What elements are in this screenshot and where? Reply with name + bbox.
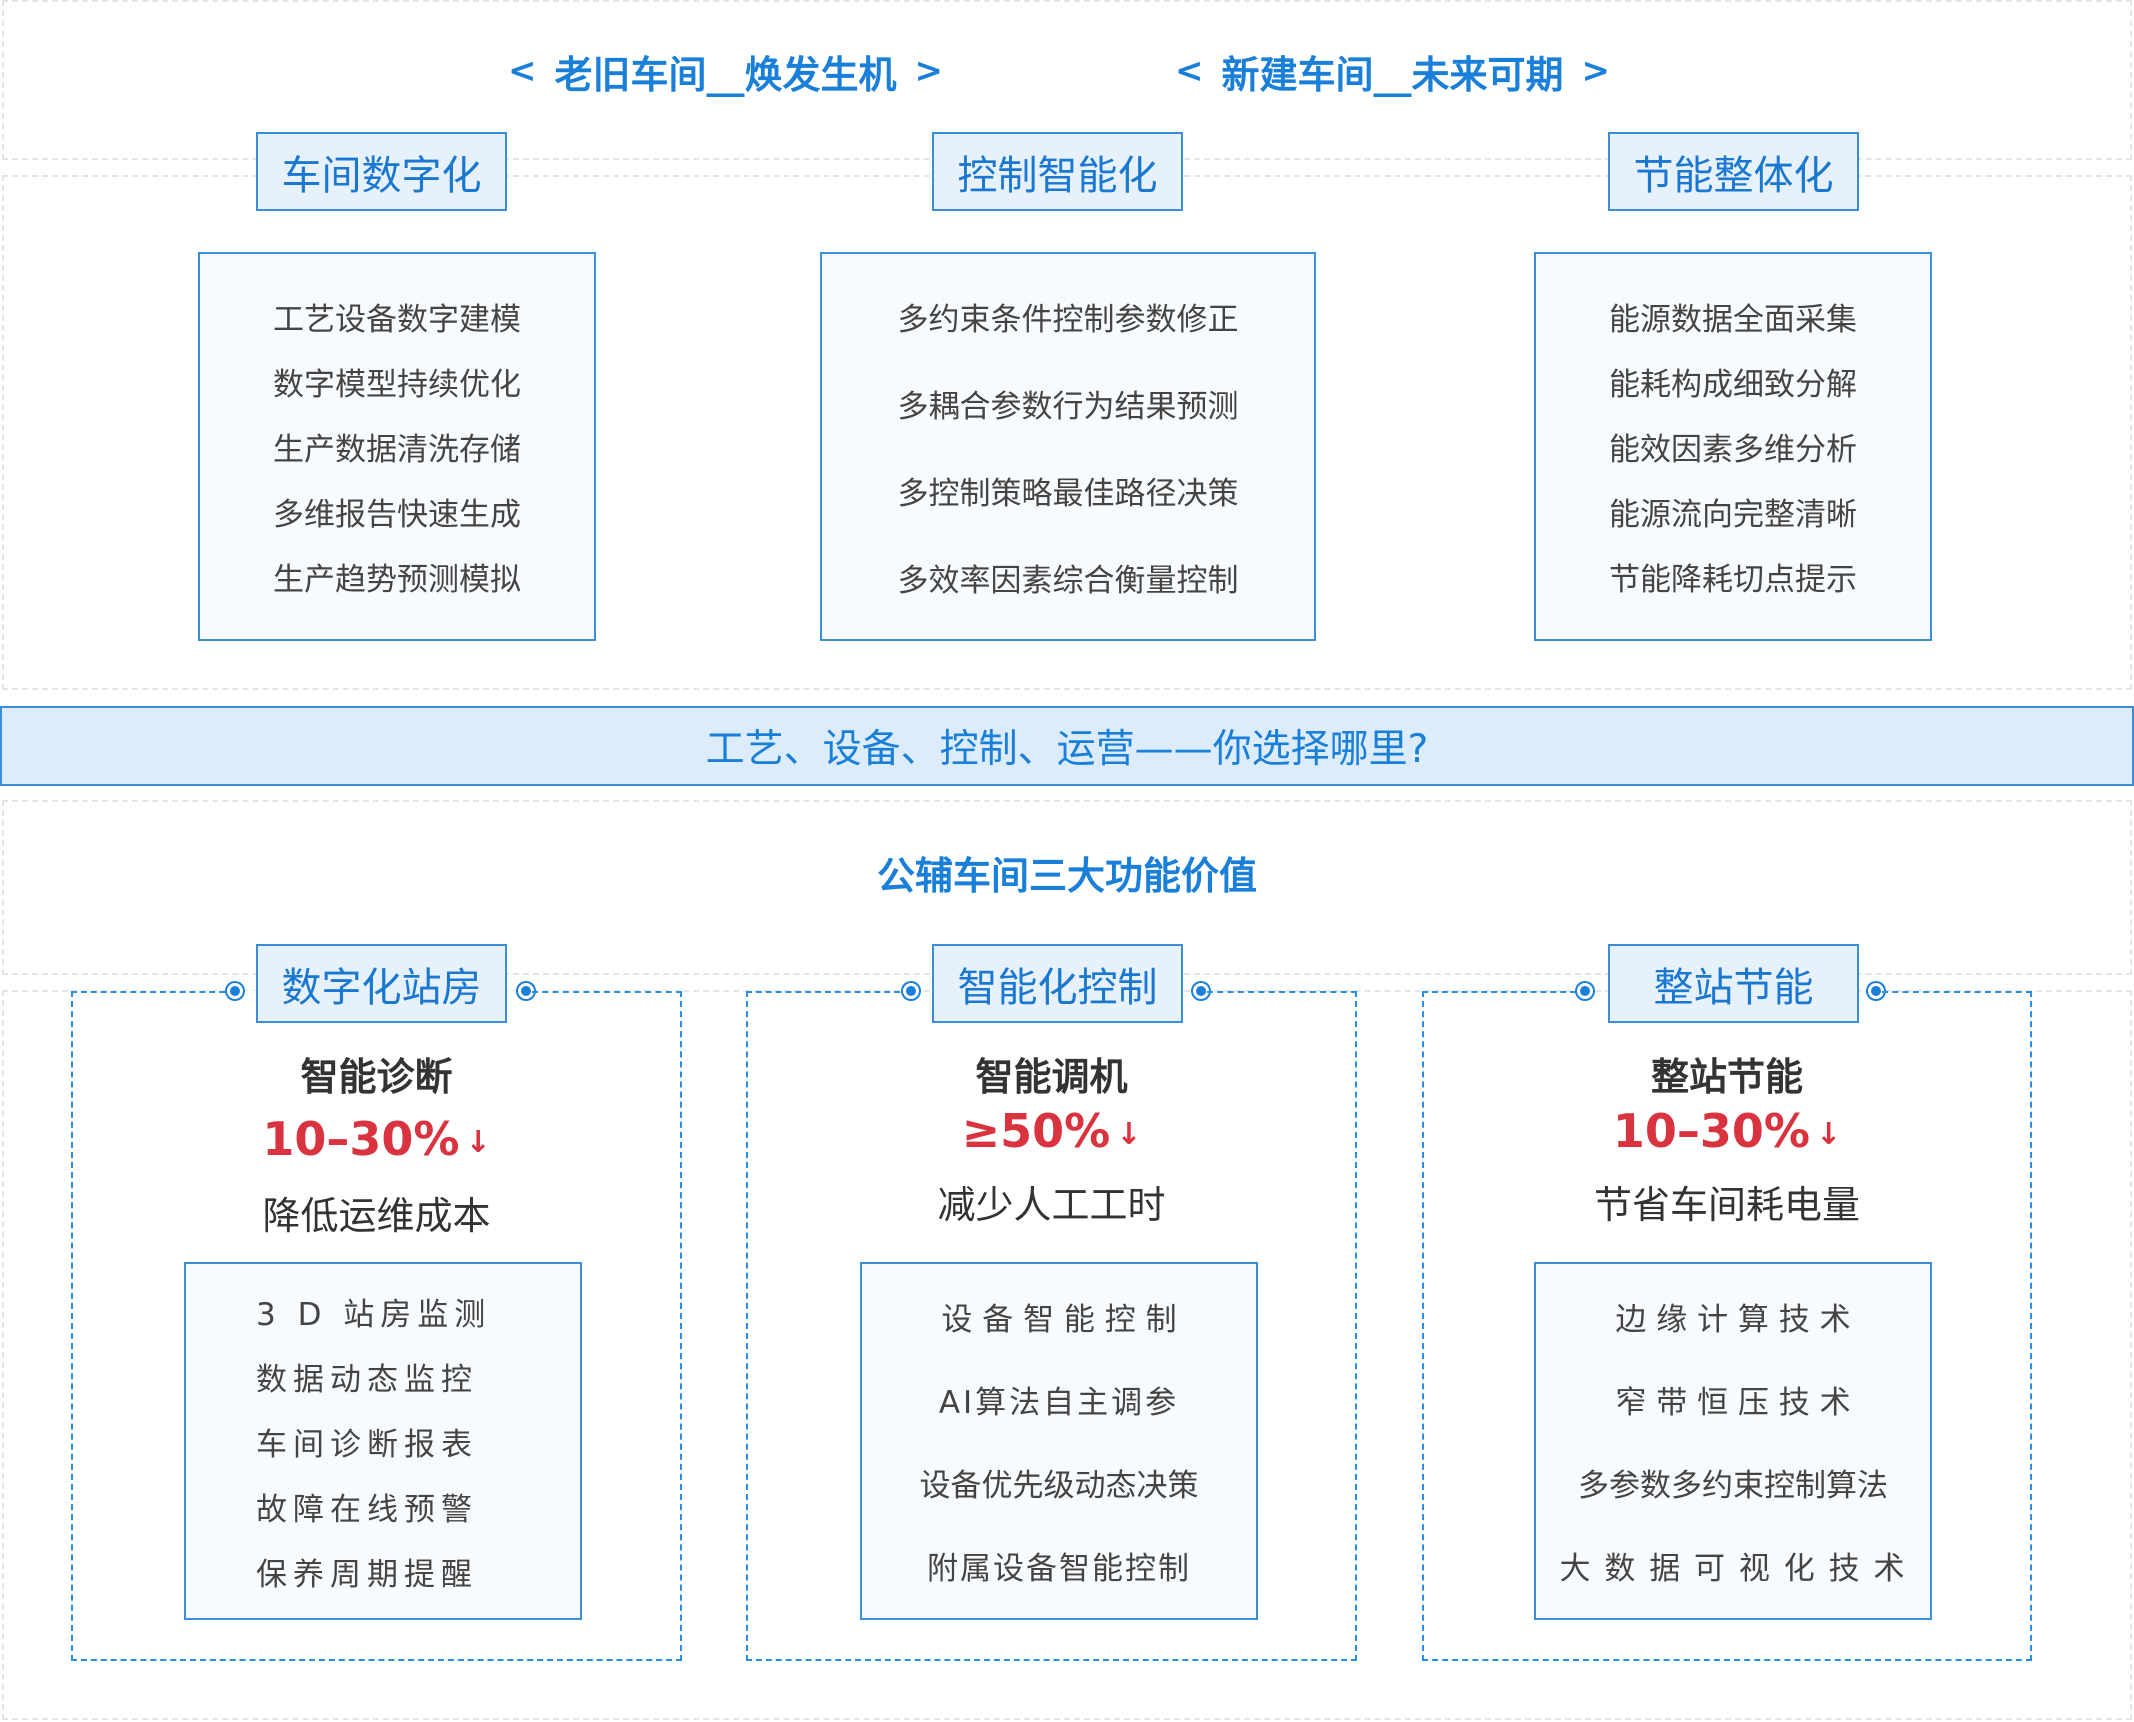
- tab-energy-integration[interactable]: 节能整体化: [1608, 132, 1859, 211]
- list-item: 车间诊断报表: [256, 1426, 478, 1463]
- connector-line: [1207, 991, 1357, 993]
- box-station-energy-saving: 边 缘 计 算 技 术 窄 带 恒 压 技 术 多参数多约束控制算法 大 数 据…: [1534, 1262, 1932, 1620]
- list-item: 3 D 站房监测: [256, 1296, 492, 1333]
- section-left-edge: [1422, 991, 1424, 1661]
- list-item: AI算法自主调参: [938, 1385, 1180, 1421]
- feature-value: 10–30%↓: [71, 1112, 682, 1172]
- tab-label: 节能整体化: [1633, 152, 1834, 199]
- list-item: 多约束条件控制参数修正: [897, 301, 1239, 338]
- tab-digital-station[interactable]: 数字化站房: [256, 944, 507, 1023]
- list-item: 节能降耗切点提示: [1609, 562, 1857, 598]
- arrow-down-icon: ↓: [465, 1125, 491, 1160]
- box-control-intelligence: 多约束条件控制参数修正 多耦合参数行为结果预测 多控制策略最佳路径决策 多效率因…: [820, 252, 1316, 641]
- chevron-left-icon: <: [508, 51, 537, 91]
- section-bottom-edge: [746, 1659, 1357, 1661]
- list-item: 边 缘 计 算 技 术: [1615, 1302, 1851, 1338]
- feature-value-text: 10–30%: [262, 1112, 460, 1166]
- box-digital-station: 3 D 站房监测 数据动态监控 车间诊断报表 故障在线预警 保养周期提醒: [184, 1262, 582, 1620]
- feature-title: 智能诊断: [71, 1046, 682, 1099]
- list-item: 多控制策略最佳路径决策: [897, 475, 1239, 512]
- list-item: 保养周期提醒: [256, 1556, 478, 1593]
- feature-desc: 降低运维成本: [71, 1185, 682, 1238]
- list-item: 能效因素多维分析: [1609, 432, 1857, 468]
- list-item: 多效率因素综合衡量控制: [897, 562, 1239, 599]
- feature-desc: 减少人工工时: [746, 1174, 1357, 1227]
- list-item: 生产数据清洗存储: [273, 432, 521, 468]
- list-item: 故障在线预警: [256, 1491, 478, 1528]
- feature-value-text: 10–30%: [1612, 1104, 1810, 1158]
- list-item: 数字模型持续优化: [273, 367, 521, 403]
- list-item: 多维报告快速生成: [273, 497, 521, 533]
- list-item: 设备优先级动态决策: [919, 1468, 1199, 1504]
- list-item: 窄 带 恒 压 技 术: [1615, 1385, 1851, 1421]
- feature-title-text: 整站节能: [1650, 1055, 1803, 1099]
- feature-title: 智能调机: [746, 1046, 1357, 1099]
- tab-label: 数字化站房: [281, 964, 482, 1011]
- list-item: 数据动态监控: [256, 1361, 478, 1398]
- list-item: 能耗构成细致分解: [1609, 367, 1857, 403]
- feature-value: ≥50%↓: [746, 1104, 1357, 1164]
- feature-value-text: ≥50%: [961, 1104, 1111, 1158]
- section-subtitle: 公辅车间三大功能价值: [0, 845, 2134, 898]
- list-item: 多参数多约束控制算法: [1578, 1468, 1888, 1504]
- box-intelligent-control: 设 备 智 能 控 制 AI算法自主调参 设备优先级动态决策 附属设备智能控制: [860, 1262, 1258, 1620]
- section-bottom-edge: [71, 1659, 682, 1661]
- section-subtitle-text: 公辅车间三大功能价值: [876, 854, 1257, 898]
- connector-line: [1882, 991, 2032, 993]
- section-left-edge: [746, 991, 748, 1661]
- tab-workshop-digitalization[interactable]: 车间数字化: [256, 132, 507, 211]
- header-new-workshop[interactable]: < 新建车间__未来可期 >: [1175, 46, 1611, 97]
- chevron-right-icon: >: [1581, 51, 1611, 91]
- arrow-down-icon: ↓: [1116, 1117, 1142, 1152]
- tab-intelligent-control[interactable]: 智能化控制: [932, 944, 1183, 1023]
- connector-dot: [1577, 983, 1593, 999]
- list-item: 能源数据全面采集: [1609, 302, 1857, 338]
- chevron-left-icon: <: [1175, 51, 1204, 91]
- feature-title-text: 智能诊断: [300, 1055, 453, 1099]
- section-right-edge: [680, 991, 682, 1661]
- list-item: 大 数 据 可 视 化 技 术: [1559, 1551, 1907, 1587]
- question-banner: 工艺、设备、控制、运营——你选择哪里?: [0, 706, 2134, 786]
- question-banner-text: 工艺、设备、控制、运营——你选择哪里?: [705, 727, 1429, 772]
- section-bottom-edge: [1422, 1659, 2032, 1661]
- tab-label: 车间数字化: [281, 152, 482, 199]
- section-left-edge: [71, 991, 73, 1661]
- section-right-edge: [2030, 991, 2032, 1661]
- connector-line: [1422, 991, 1586, 993]
- tab-label: 控制智能化: [957, 152, 1158, 199]
- feature-title: 整站节能: [1422, 1046, 2032, 1099]
- connector-dot: [227, 983, 243, 999]
- chevron-right-icon: >: [914, 51, 944, 91]
- feature-desc-text: 节省车间耗电量: [1593, 1183, 1860, 1227]
- tab-station-energy-saving[interactable]: 整站节能: [1608, 944, 1859, 1023]
- header-old-workshop[interactable]: < 老旧车间__焕发生机 >: [508, 46, 944, 97]
- feature-desc-text: 减少人工工时: [937, 1183, 1166, 1227]
- list-item: 生产趋势预测模拟: [273, 562, 521, 598]
- box-workshop-digitalization: 工艺设备数字建模 数字模型持续优化 生产数据清洗存储 多维报告快速生成 生产趋势…: [198, 252, 596, 641]
- feature-value: 10–30%↓: [1422, 1104, 2032, 1164]
- box-energy-integration: 能源数据全面采集 能耗构成细致分解 能效因素多维分析 能源流向完整清晰 节能降耗…: [1534, 252, 1932, 641]
- list-item: 附属设备智能控制: [927, 1551, 1191, 1587]
- list-item: 能源流向完整清晰: [1609, 497, 1857, 533]
- list-item: 设 备 智 能 控 制: [941, 1302, 1177, 1338]
- tab-label: 整站节能: [1653, 964, 1814, 1011]
- header-new-workshop-label: 新建车间__未来可期: [1221, 52, 1564, 97]
- connector-line: [532, 991, 682, 993]
- feature-desc-text: 降低运维成本: [262, 1194, 491, 1238]
- section-right-edge: [1355, 991, 1357, 1661]
- list-item: 工艺设备数字建模: [273, 302, 521, 338]
- connector-line: [71, 991, 235, 993]
- tab-label: 智能化控制: [957, 964, 1158, 1011]
- connector-dot: [903, 983, 919, 999]
- arrow-down-icon: ↓: [1815, 1117, 1842, 1152]
- feature-title-text: 智能调机: [975, 1055, 1128, 1099]
- header-old-workshop-label: 老旧车间__焕发生机: [554, 52, 897, 97]
- list-item: 多耦合参数行为结果预测: [897, 388, 1239, 425]
- connector-line: [746, 991, 910, 993]
- tab-control-intelligence[interactable]: 控制智能化: [932, 132, 1183, 211]
- feature-desc: 节省车间耗电量: [1422, 1174, 2032, 1227]
